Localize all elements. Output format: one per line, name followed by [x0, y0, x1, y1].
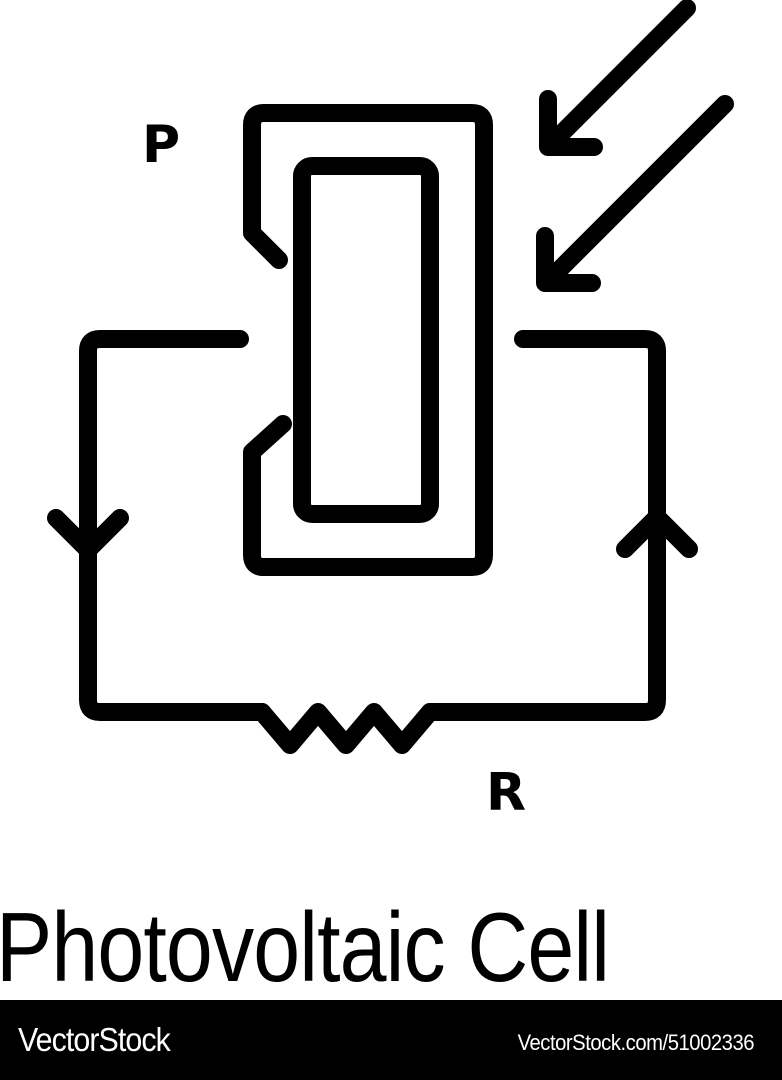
current-arrow-up-icon: [616, 508, 698, 558]
resistor-zigzag-icon: [253, 703, 439, 754]
circuit-wire-icon: [79, 330, 666, 754]
diagram-title: Photovoltaic Cell: [0, 892, 610, 1002]
footer-url: VectorStock.com/51002336: [517, 1030, 755, 1055]
current-arrow-down-icon: [47, 509, 129, 559]
light-ray-arrow-1: [539, 0, 696, 156]
watermark-footer: VectorStock VectorStock.com/51002336: [0, 1000, 782, 1080]
footer-brand: VectorStock: [18, 1021, 171, 1058]
panel-inner-rectangle-icon: [293, 157, 439, 523]
diagram-canvas: P R Photovoltaic Cell: [0, 0, 734, 1002]
light-ray-arrow-2: [536, 95, 734, 292]
photovoltaic-cell-diagram: P R: [47, 0, 734, 823]
panel-label: P: [142, 115, 180, 175]
light-rays-icon: [536, 0, 734, 292]
resistor-label: R: [486, 763, 526, 823]
panel-outer-bracket-icon: [243, 104, 493, 576]
